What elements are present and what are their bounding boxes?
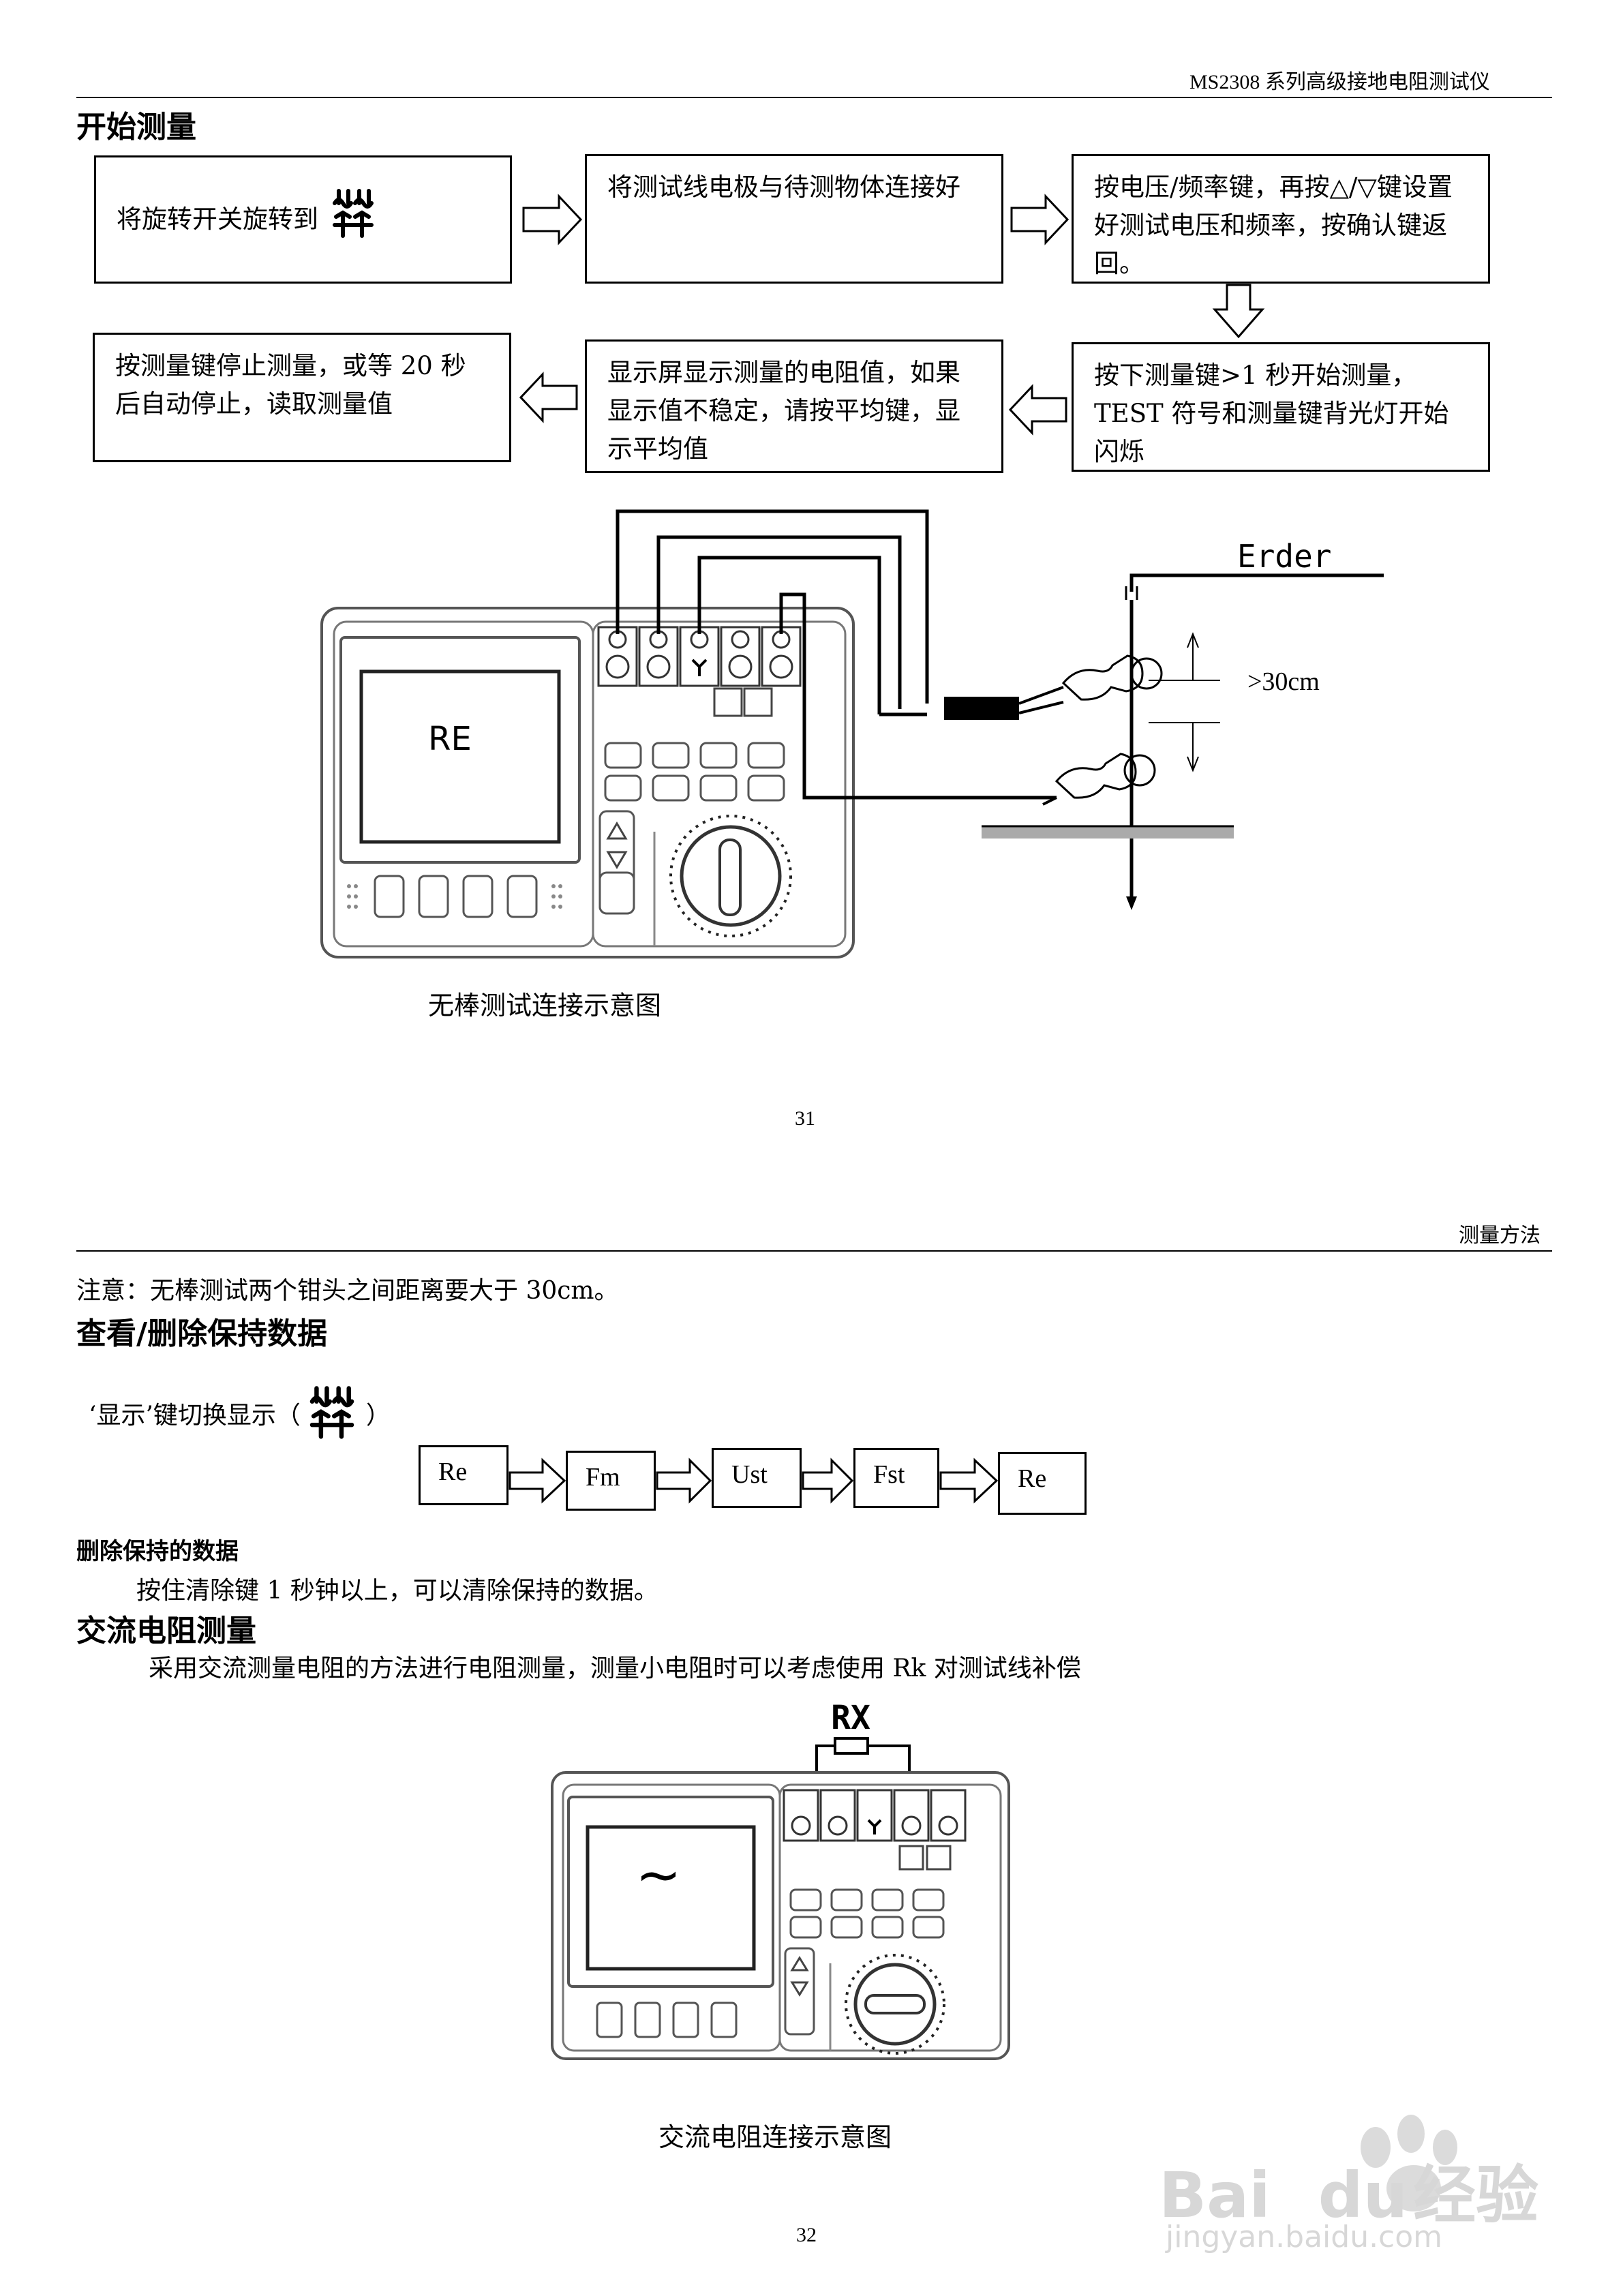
arrow-left-1 [1008,384,1067,436]
page-number-31: 31 [795,1107,815,1130]
ac-text: 采用交流测量电阻的方法进行电阻测量，测量小电阻时可以考虑使用 Rk 对测试线补偿 [149,1655,1081,1682]
screen-symbol-ac: ~ [635,1843,681,1907]
rx-label: RX [831,1699,870,1737]
watermark-logo-bai: Bai [1159,2159,1271,2232]
sequence-arrows [509,1457,999,1504]
flow-arrows [519,194,1265,436]
section-title-ac: 交流电阻测量 [76,1614,256,1648]
step-connect-electrodes: 将测试线电极与待测物体连接好 [585,154,1003,284]
watermark-url: jingyan.baidu.com [1166,2220,1443,2254]
display-screen-2 [586,1825,756,1971]
no-rod-connection-diagram: RE [320,509,1384,958]
step-set-voltage-frequency: 按电压/频率键，再按△/▽键设置好测试电压和频率，按确认键返回。 [1072,154,1490,284]
display-seq-fm: Fm [566,1451,656,1511]
display-seq-fst: Fst [853,1448,939,1508]
ac-resistance-diagram: RX ~ [551,1699,1010,2060]
section-title-view-delete: 查看/删除保持数据 [76,1316,328,1351]
section-title-start-measure: 开始测量 [76,110,196,145]
step-display-value: 显示屏显示测量的电阻值，如果显示值不稳定，请按平均键，显示平均值 [585,339,1003,473]
delete-title: 删除保持的数据 [76,1538,239,1565]
display-seq-re-2: Re [998,1452,1087,1515]
step-rotate-switch: 将旋转开关旋转到 [94,155,512,284]
watermark-logo-cn: 经验 [1413,2159,1539,2232]
arrow-right-2 [1010,194,1070,245]
display-key-prefix: ‘显示’键切换显示（ [89,1402,301,1430]
display-seq-ust: Ust [712,1448,802,1508]
erder-label: Erder [1237,538,1331,575]
arrow-left-2 [519,372,578,423]
screen-text-re: RE [428,720,472,758]
step-press-measure: 按下测量键>1 秒开始测量，TEST 符号和测量键背光灯开始闪烁 [1072,342,1490,472]
page-header-2: 测量方法 [1459,1224,1541,1247]
display-key-line: ‘显示’键切换显示（ ） [89,1384,391,1442]
page-header: MS2308 系列高级接地电阻测试仪 [1189,71,1490,93]
display-screen [359,669,561,844]
ground-symbol-icon [329,187,377,252]
note-text: 注意：无棒测试两个钳头之间距离要大于 30cm。 [76,1277,619,1305]
delete-text: 按住清除键 1 秒钟以上，可以清除保持的数据。 [136,1577,658,1605]
header-rule [76,97,1552,98]
clamp-lower [1055,753,1156,799]
ground-symbol-icon [305,1384,362,1442]
diagram1-caption: 无棒测试连接示意图 [428,991,662,1021]
watermark-logo-du: du [1318,2159,1408,2232]
arrow-down [1212,284,1265,339]
arrow-right-1 [522,194,583,245]
clamp-upper [1061,654,1163,701]
header-rule-2 [76,1250,1552,1252]
diagram2-caption: 交流电阻连接示意图 [658,2122,892,2152]
distance-label: >30cm [1247,667,1320,696]
step-stop-and-read: 按测量键停止测量，或等 20 秒后自动停止，读取测量值 [93,333,511,462]
display-key-suffix: ） [365,1402,391,1430]
display-seq-re: Re [419,1445,509,1505]
page-number-32: 32 [796,2224,817,2246]
cable-junction [944,697,1019,720]
rx-resistor [834,1737,869,1755]
step-label: 将旋转开关旋转到 [117,205,318,234]
